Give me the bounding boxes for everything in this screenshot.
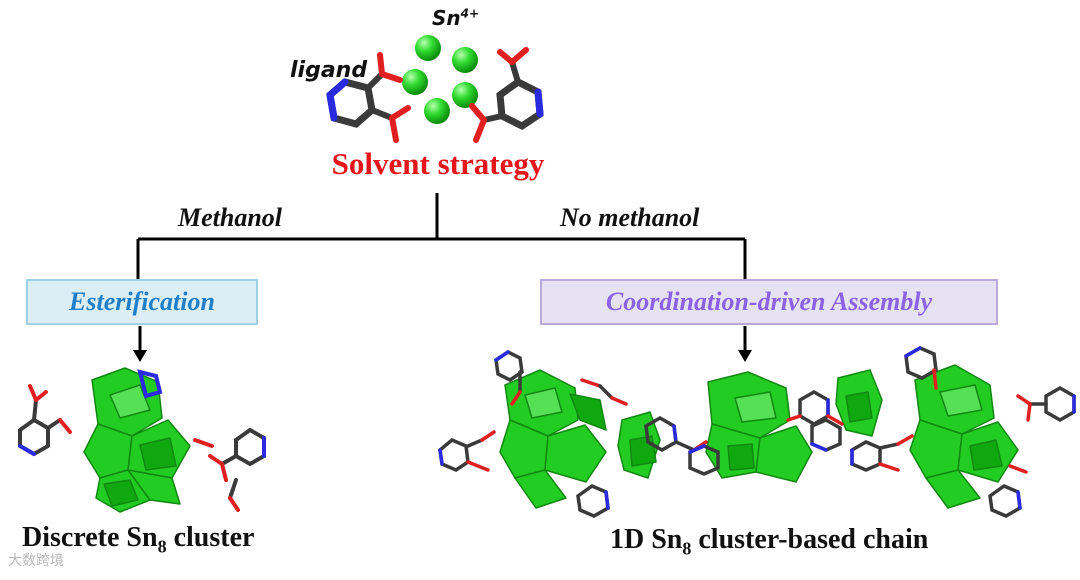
arrow-right bbox=[738, 326, 752, 362]
ligand-molecule-right bbox=[469, 47, 544, 143]
sn-ion-spheres bbox=[402, 35, 478, 124]
watermark: 大数跨境 bbox=[8, 553, 64, 569]
sn-ion-charge: 4+ bbox=[460, 6, 480, 21]
esterification-box: Esterification bbox=[26, 279, 258, 325]
coordination-assembly-box: Coordination-driven Assembly bbox=[540, 279, 998, 325]
caption-right-post: cluster-based chain bbox=[691, 524, 929, 555]
ligand-molecule-left bbox=[326, 52, 411, 143]
sn-ion-sphere bbox=[452, 82, 478, 108]
caption-left-sub: 8 bbox=[157, 536, 167, 557]
caption-right-sub: 8 bbox=[682, 538, 692, 559]
caption-discrete-cluster: Discrete Sn8 cluster bbox=[22, 522, 254, 558]
ligand-label: ligand bbox=[290, 58, 368, 83]
sn-ion-sphere bbox=[402, 69, 428, 95]
arrow-left bbox=[133, 326, 147, 362]
diagram-title: Solvent strategy bbox=[331, 146, 545, 181]
branch-label-methanol: Methanol bbox=[178, 203, 283, 232]
sn-ion-label: Sn4+ bbox=[432, 6, 479, 30]
branch-connectors bbox=[136, 193, 747, 281]
sn-ion-sphere bbox=[424, 98, 450, 124]
sn-ion-sphere bbox=[415, 35, 441, 61]
caption-right-pre: 1D Sn bbox=[610, 524, 683, 555]
chain-structure bbox=[438, 346, 1076, 518]
caption-left-pre: Discrete Sn bbox=[22, 522, 158, 553]
caption-chain: 1D Sn8 cluster-based chain bbox=[610, 524, 928, 560]
caption-left-post: cluster bbox=[166, 522, 255, 553]
discrete-cluster-structure bbox=[18, 367, 266, 513]
sn-ion-sphere bbox=[452, 47, 478, 73]
branch-label-no-methanol: No methanol bbox=[560, 203, 700, 232]
sn-ion-symbol: Sn bbox=[432, 6, 461, 30]
